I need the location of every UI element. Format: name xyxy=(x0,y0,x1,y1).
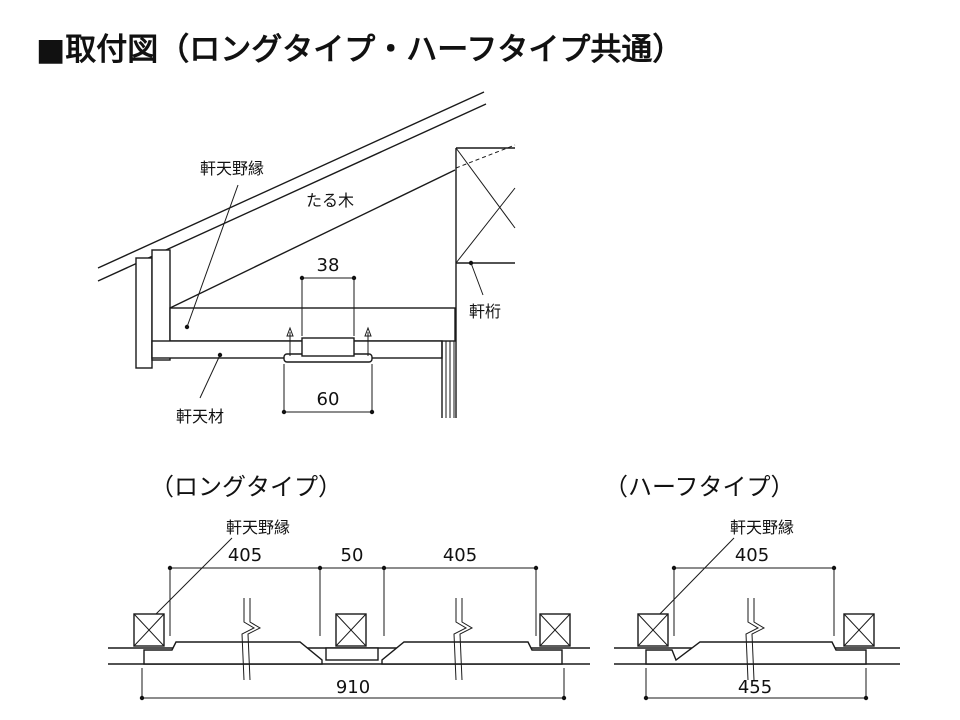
label-taruki: たる木 xyxy=(306,191,354,210)
long-dim-right: 405 xyxy=(443,545,477,566)
section-view: 38 60 軒天野縁 たる木 軒桁 軒天材 xyxy=(97,91,516,426)
long-type-heading: （ロングタイプ） xyxy=(150,473,342,501)
label-nokiten-noen: 軒天野縁 xyxy=(200,159,264,178)
page-title: ■取付図（ロングタイプ・ハーフタイプ共通） xyxy=(36,32,684,68)
half-dim-total: 455 xyxy=(738,677,772,698)
joist-center xyxy=(335,613,367,647)
long-dim-mid: 50 xyxy=(341,545,364,566)
long-dim-total: 910 xyxy=(336,677,370,698)
long-dim-left: 405 xyxy=(228,545,262,566)
joist-left xyxy=(133,613,165,647)
joist-right xyxy=(539,613,571,647)
long-type-label: 軒天野縁 xyxy=(226,518,290,537)
half-joist-left xyxy=(637,613,669,647)
half-dim-top: 405 xyxy=(735,545,769,566)
label-nokitenzai: 軒天材 xyxy=(176,407,224,426)
half-type-view: （ハーフタイプ） 軒天野縁 405 455 xyxy=(604,473,900,701)
long-type-view: （ロングタイプ） 軒天野縁 xyxy=(108,473,590,701)
half-type-heading: （ハーフタイプ） xyxy=(604,473,795,501)
half-joist-right xyxy=(843,613,875,647)
dim-38: 38 xyxy=(317,255,340,276)
label-nokigeta: 軒桁 xyxy=(469,302,501,321)
dim-60: 60 xyxy=(317,389,340,410)
half-type-label: 軒天野縁 xyxy=(730,518,794,537)
